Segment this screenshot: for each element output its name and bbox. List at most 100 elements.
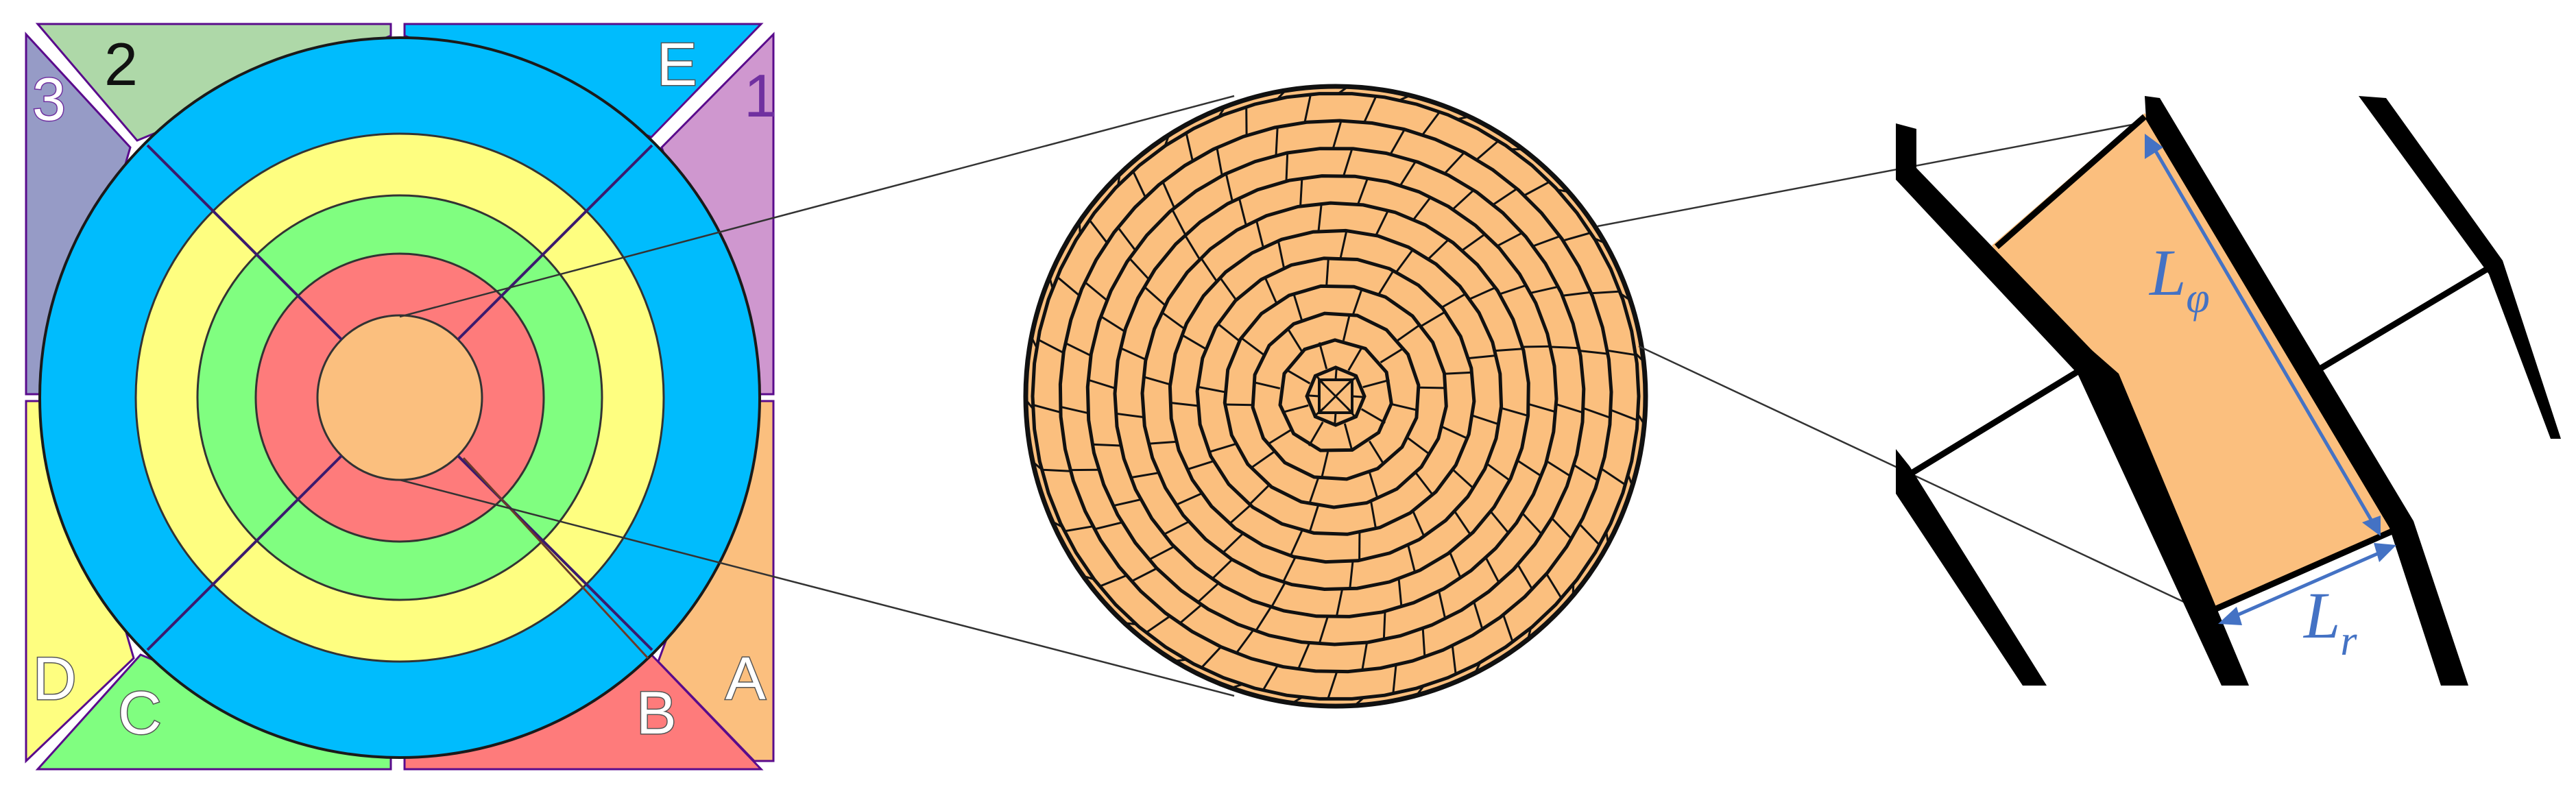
mesh-radial-segment xyxy=(1583,407,1611,419)
mesh-radial-segment xyxy=(1087,378,1116,389)
mesh-radial-segment xyxy=(1240,337,1264,356)
mesh-radial-segment xyxy=(1131,567,1157,583)
mesh-radial-segment xyxy=(1363,95,1377,123)
mesh-radial-segment xyxy=(1083,575,1095,581)
mesh-radial-segment xyxy=(1161,181,1175,208)
mesh-radial-segment xyxy=(1415,472,1434,496)
label-B: B xyxy=(636,679,677,747)
mesh-radial-segment xyxy=(1335,589,1343,618)
mesh-radial-segment xyxy=(1171,208,1187,235)
mesh-radial-segment xyxy=(1175,492,1202,506)
mesh-radial-segment xyxy=(1392,665,1397,694)
mesh-radial-segment xyxy=(1281,404,1309,414)
mesh-radial-segment xyxy=(1562,291,1591,297)
cell-boundaries xyxy=(1904,114,2490,612)
arrow-L-r-head-left xyxy=(2218,607,2242,625)
mesh-ring xyxy=(1058,119,1613,674)
mesh-radial-segment xyxy=(1238,197,1247,226)
mesh-radial-segment xyxy=(1472,414,1500,426)
mesh-radial-segment xyxy=(1145,615,1170,634)
corner-labels: 2 E 3 1 D A C B xyxy=(32,29,778,748)
mesh-radial-segment xyxy=(1343,423,1353,450)
mesh-radial-segment xyxy=(1469,354,1497,359)
mesh-radial-segment xyxy=(1088,219,1108,243)
mesh-ring xyxy=(1195,256,1476,536)
mesh-radial-segment xyxy=(1474,662,1482,674)
mesh-radial-segment xyxy=(1092,443,1121,447)
mesh-radial-segment xyxy=(1493,188,1518,206)
mesh-radial-segment xyxy=(1183,234,1201,260)
mesh-radial-segment xyxy=(1484,557,1500,584)
mesh-radial-segment xyxy=(1308,421,1324,446)
mesh-radial-segment xyxy=(1490,511,1510,534)
mesh-radial-segment xyxy=(1351,395,1365,398)
mesh-ring xyxy=(1031,92,1641,701)
mesh-radial-segment xyxy=(1186,460,1214,471)
mesh-ring xyxy=(1085,147,1586,646)
dimension-arrows xyxy=(2145,134,2396,625)
mesh-radial-segment xyxy=(1637,413,1646,425)
mesh-radial-segment xyxy=(1407,545,1417,573)
mesh-radial-segment xyxy=(1469,287,1496,300)
mesh-radial-segment xyxy=(1200,257,1218,282)
mesh-radial-segment xyxy=(1428,239,1449,260)
wall-far-right xyxy=(2359,96,2561,439)
mesh-radial-segment xyxy=(1346,407,1356,418)
mesh-radial-segment xyxy=(1635,352,1645,363)
mesh-radial-segment xyxy=(1024,398,1034,409)
mesh-radial-segment xyxy=(1419,386,1447,389)
mesh-ring xyxy=(1140,201,1530,592)
mesh-radial-segment xyxy=(1318,616,1329,644)
mesh-radial-segment xyxy=(1142,376,1171,386)
mesh-radial-segment xyxy=(1361,642,1369,671)
mesh-radial-segment xyxy=(1545,460,1572,477)
mesh-radial-segment xyxy=(1064,525,1093,533)
mesh-radial-segment xyxy=(1262,665,1279,691)
mesh-radial-segment xyxy=(1591,290,1620,295)
mesh-radial-segment xyxy=(1421,311,1446,327)
mesh-radial-segment xyxy=(1286,327,1303,352)
mesh-radial-segment xyxy=(1451,645,1457,675)
arrow-L-phi xyxy=(2147,139,2378,529)
label-E: E xyxy=(657,30,697,98)
mesh-radial-segment xyxy=(1486,463,1510,481)
mesh-lines xyxy=(1024,86,1646,707)
mesh-radial-segment xyxy=(1164,134,1170,147)
target-panel: 2 E 3 1 D A C B xyxy=(25,23,778,771)
zoom-line-lower xyxy=(1638,345,2195,608)
mesh-radial-segment xyxy=(1395,249,1415,273)
mesh-radial-segment xyxy=(1277,89,1286,100)
mesh-radial-segment xyxy=(1130,472,1159,479)
mesh-radial-segment xyxy=(1380,347,1405,363)
zoom-lines-right xyxy=(1597,121,2195,608)
mesh-radial-segment xyxy=(1320,451,1329,479)
mesh-radial-segment xyxy=(1250,451,1275,469)
mesh-radial-segment xyxy=(1421,111,1441,136)
mesh-radial-segment xyxy=(1369,472,1379,500)
mesh-radial-segment xyxy=(1593,237,1606,244)
mesh-radial-segment xyxy=(1528,403,1556,413)
core-disc xyxy=(316,314,483,481)
mesh-radial-segment xyxy=(1524,180,1550,197)
mesh-radial-segment xyxy=(1399,160,1417,186)
mesh-radial-segment xyxy=(1605,532,1609,544)
cell-highlight xyxy=(1992,113,2407,607)
mesh-radial-segment xyxy=(1208,443,1236,453)
mesh-radial-segment xyxy=(1264,276,1277,303)
mesh-radial-segment xyxy=(1343,148,1353,176)
mesh-radial-segment xyxy=(1407,437,1431,456)
mesh-radial-segment xyxy=(1339,230,1348,258)
divider-sw xyxy=(146,455,343,651)
mesh-radial-segment xyxy=(1270,582,1286,608)
mesh-radial-segment xyxy=(1334,412,1337,426)
mesh-radial-segment xyxy=(1461,232,1486,252)
cell-walls xyxy=(1896,96,2561,686)
mesh-radial-segment xyxy=(1473,602,1484,630)
label-3: 3 xyxy=(32,65,66,133)
mesh-radial-segment xyxy=(1375,209,1390,236)
mesh-radial-segment xyxy=(1499,284,1527,295)
mesh-radial-segment xyxy=(1500,407,1529,417)
label-L-phi-sub: φ xyxy=(2186,275,2209,322)
mesh-radial-segment xyxy=(1124,622,1136,625)
